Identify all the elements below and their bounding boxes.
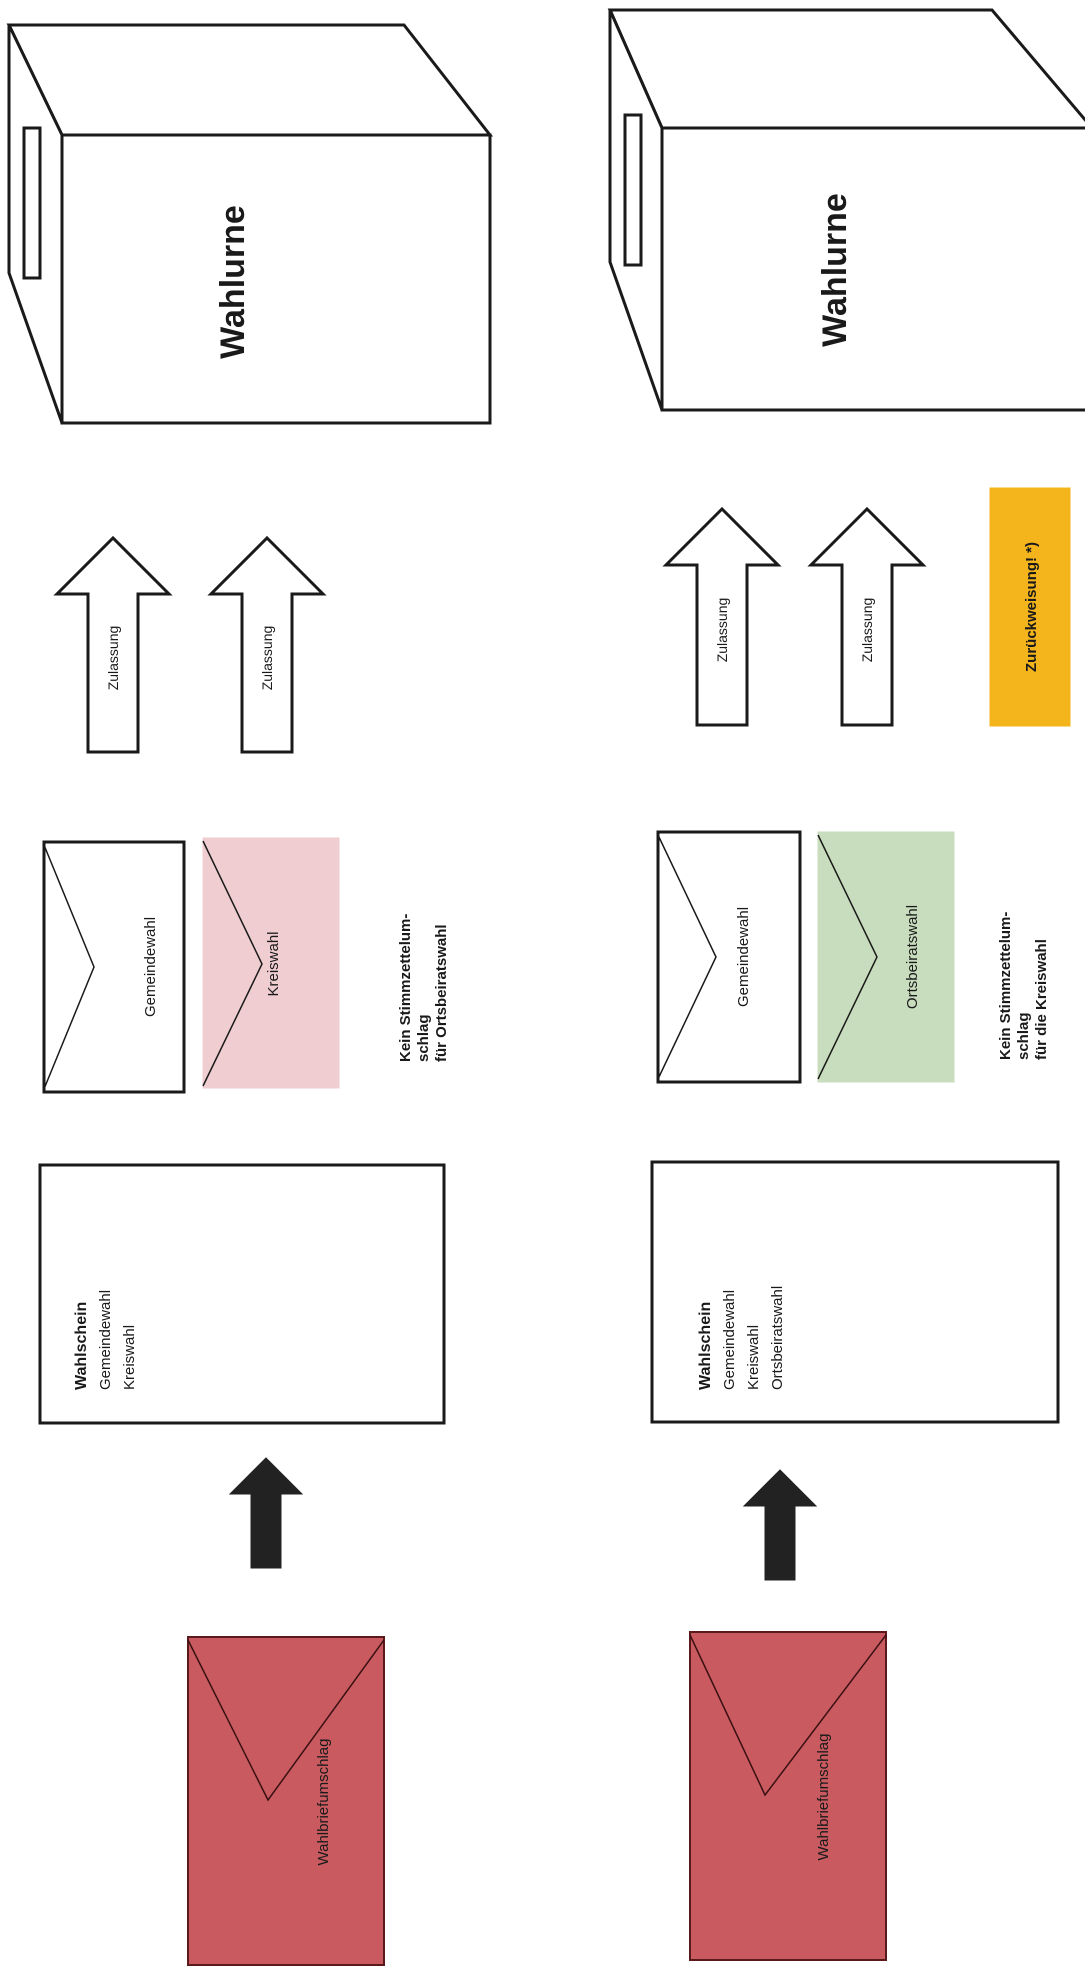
bottom-urne-top (607, 8, 1085, 130)
bottom-arrow-2-label: Zulassung (859, 598, 875, 663)
top-kreis-flap (202, 840, 263, 1087)
bottom-gemeinde-flap (657, 834, 717, 1080)
top-note-line: schlag (415, 1014, 432, 1062)
top-arrow-1-label: Zulassung (105, 626, 121, 691)
top-row: Wahlbriefumschlag Wahlschein Gemeindewah… (6, 23, 494, 1966)
bottom-orts-label: Ortsbeiratswahl (904, 905, 921, 1009)
top-zulassung-arrow-2: Zulassung (207, 535, 327, 754)
bottom-rejection: Zurückweisung! *) (989, 487, 1071, 727)
bottom-urne-label: Wahlurne (816, 193, 854, 347)
bottom-wahlbrief-label: Wahlbriefumschlag (815, 1734, 832, 1861)
bottom-gemeinde-label: Gemeindewahl (735, 907, 752, 1007)
bottom-wahlschein-box (650, 1160, 1060, 1424)
bottom-zulassung-arrow-1: Zulassung (662, 506, 782, 727)
bottom-urne-front (660, 126, 1085, 412)
top-arrow-2-label: Zulassung (259, 626, 275, 691)
top-gemeinde-envelope (42, 840, 186, 1094)
rejection-box (989, 487, 1071, 727)
bottom-wahlschein-line: Ortsbeiratswahl (769, 1286, 786, 1390)
bottom-wahlschein-title: Wahlschein (697, 1302, 714, 1390)
top-dark-arrow (228, 1457, 304, 1569)
top-arrow-1-shape (53, 535, 173, 754)
bottom-wahlschein: Wahlschein Gemeindewahl Kreiswahl Ortsbe… (650, 1160, 1060, 1424)
top-wahlurne: Wahlurne (6, 23, 494, 425)
top-envelope-kreis: Kreiswahl (202, 837, 340, 1089)
bottom-arrow-2-shape (807, 506, 927, 727)
bottom-note-line: Kein Stimmzettelum- (997, 912, 1014, 1060)
top-note-line: für Ortsbeiratswahl (433, 924, 450, 1062)
top-kreis-envelope (202, 837, 340, 1089)
bottom-envelope-gemeinde: Gemeindewahl (656, 830, 802, 1084)
top-wahlschein-line: Kreiswahl (121, 1325, 138, 1390)
top-gemeinde-label: Gemeindewahl (142, 917, 159, 1017)
top-gemeinde-flap (43, 844, 95, 1090)
top-wahlbriefumschlag: Wahlbriefumschlag (187, 1636, 385, 1966)
bottom-wahlschein-line: Gemeindewahl (721, 1290, 738, 1390)
top-note: Kein Stimmzettelum- schlag für Ortsbeira… (397, 914, 450, 1062)
bottom-orts-envelope (817, 831, 955, 1083)
bottom-wahlurne: Wahlurne (607, 8, 1085, 412)
bottom-note-line: für die Kreiswahl (1033, 939, 1050, 1060)
bottom-urne-slot (623, 113, 643, 267)
bottom-arrow-1-label: Zulassung (714, 598, 730, 663)
bottom-envelope-orts: Ortsbeiratswahl (817, 831, 955, 1083)
bottom-note: Kein Stimmzettelum- schlag für die Kreis… (997, 912, 1050, 1060)
bottom-gemeinde-envelope (656, 830, 802, 1084)
bottom-dark-arrow (742, 1469, 818, 1581)
top-urne-slot (22, 126, 42, 280)
bottom-urne-side (608, 9, 664, 411)
top-wahlschein-title: Wahlschein (73, 1302, 90, 1390)
top-wahlbrief-envelope (187, 1636, 385, 1966)
bottom-note-line: schlag (1015, 1012, 1032, 1060)
top-wahlschein: Wahlschein Gemeindewahl Kreiswahl (38, 1163, 446, 1425)
top-urne-front (60, 133, 492, 425)
bottom-wahlbriefumschlag: Wahlbriefumschlag (689, 1631, 887, 1961)
top-arrow-2-shape (207, 535, 327, 754)
top-wahlschein-box (38, 1163, 446, 1425)
bottom-arrow-1-shape (662, 506, 782, 727)
top-note-line: Kein Stimmzettelum- (397, 914, 414, 1062)
bottom-row: Wahlbriefumschlag Wahlschein Gemeindewah… (607, 8, 1085, 1961)
top-zulassung-arrow-1: Zulassung (53, 535, 173, 754)
top-kreis-label: Kreiswahl (265, 931, 282, 996)
top-wahlbrief-flap (187, 1639, 385, 1802)
top-wahlschein-line: Gemeindewahl (97, 1290, 114, 1390)
bottom-zulassung-arrow-2: Zulassung (807, 506, 927, 727)
top-envelope-gemeinde: Gemeindewahl (42, 840, 186, 1094)
bottom-orts-flap (817, 834, 878, 1080)
top-urne-side (7, 24, 64, 424)
bottom-wahlschein-line: Kreiswahl (745, 1325, 762, 1390)
bottom-wahlbrief-flap (689, 1634, 887, 1797)
top-urne-top (6, 23, 494, 137)
rejection-label: Zurückweisung! *) (1023, 542, 1040, 672)
top-wahlbrief-label: Wahlbriefumschlag (315, 1739, 332, 1866)
bottom-wahlbrief-envelope (689, 1631, 887, 1961)
top-urne-label: Wahlurne (214, 205, 252, 359)
